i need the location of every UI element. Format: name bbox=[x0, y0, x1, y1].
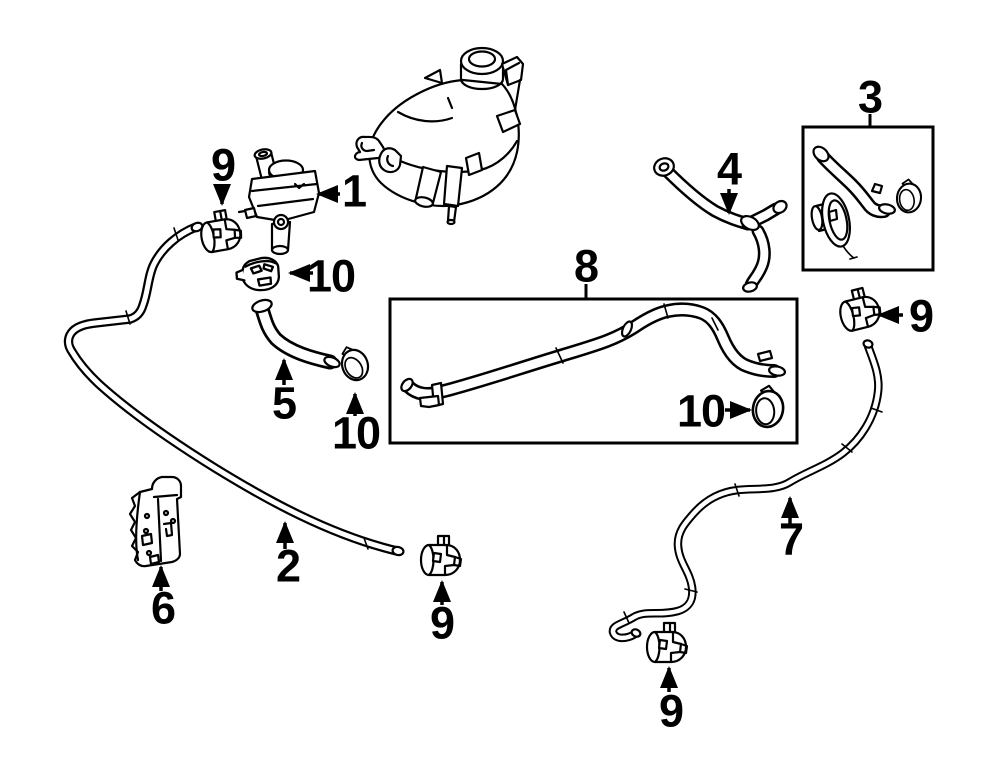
clamp-10-mid bbox=[335, 341, 373, 385]
clamp-9-middle bbox=[419, 534, 463, 577]
callout-label-4[interactable]: 4 bbox=[716, 143, 742, 195]
hose-4 bbox=[653, 157, 788, 293]
box-8-outline bbox=[388, 297, 799, 445]
callout-label-9-right[interactable]: 9 bbox=[908, 290, 934, 342]
callout-label-10-mid[interactable]: 10 bbox=[331, 407, 381, 459]
callout-label-9-bottom[interactable]: 9 bbox=[658, 685, 684, 737]
callout-label-5[interactable]: 5 bbox=[271, 377, 297, 429]
callout-label-9-top-left[interactable]: 9 bbox=[210, 139, 236, 191]
callout-label-10-top[interactable]: 10 bbox=[306, 250, 356, 302]
callout-label-3[interactable]: 3 bbox=[857, 71, 883, 123]
clamp-9-top-left bbox=[196, 206, 245, 255]
hose-2 bbox=[63, 221, 405, 557]
clamp-9-right bbox=[834, 283, 885, 334]
ring-clamp-in-box3 bbox=[894, 177, 924, 215]
callout-label-2[interactable]: 2 bbox=[275, 540, 301, 592]
expansion-tank bbox=[353, 46, 525, 226]
callout-label-10-box8[interactable]: 10 bbox=[676, 385, 726, 437]
callout-label-9-middle[interactable]: 9 bbox=[429, 597, 455, 649]
callout-label-7[interactable]: 7 bbox=[778, 513, 804, 565]
callout-label-1[interactable]: 1 bbox=[341, 165, 367, 217]
callout-label-8[interactable]: 8 bbox=[573, 240, 599, 292]
hose-5 bbox=[251, 298, 341, 370]
hose-assembly-3 bbox=[810, 145, 896, 260]
bracket-6 bbox=[128, 475, 183, 568]
box-3-outline bbox=[801, 125, 935, 272]
callout-arrows bbox=[152, 114, 903, 692]
auxiliary-water-pump bbox=[237, 148, 321, 256]
kit-box-8 bbox=[388, 297, 799, 445]
clamp-10-top bbox=[234, 255, 281, 293]
kit-box-3 bbox=[801, 125, 935, 272]
hose-7 bbox=[608, 339, 883, 643]
callout-label-6[interactable]: 6 bbox=[150, 582, 176, 634]
clamp-10-in-box8 bbox=[748, 382, 789, 431]
clamp-9-bottom bbox=[645, 621, 689, 664]
hose-assembly-8 bbox=[400, 302, 787, 409]
